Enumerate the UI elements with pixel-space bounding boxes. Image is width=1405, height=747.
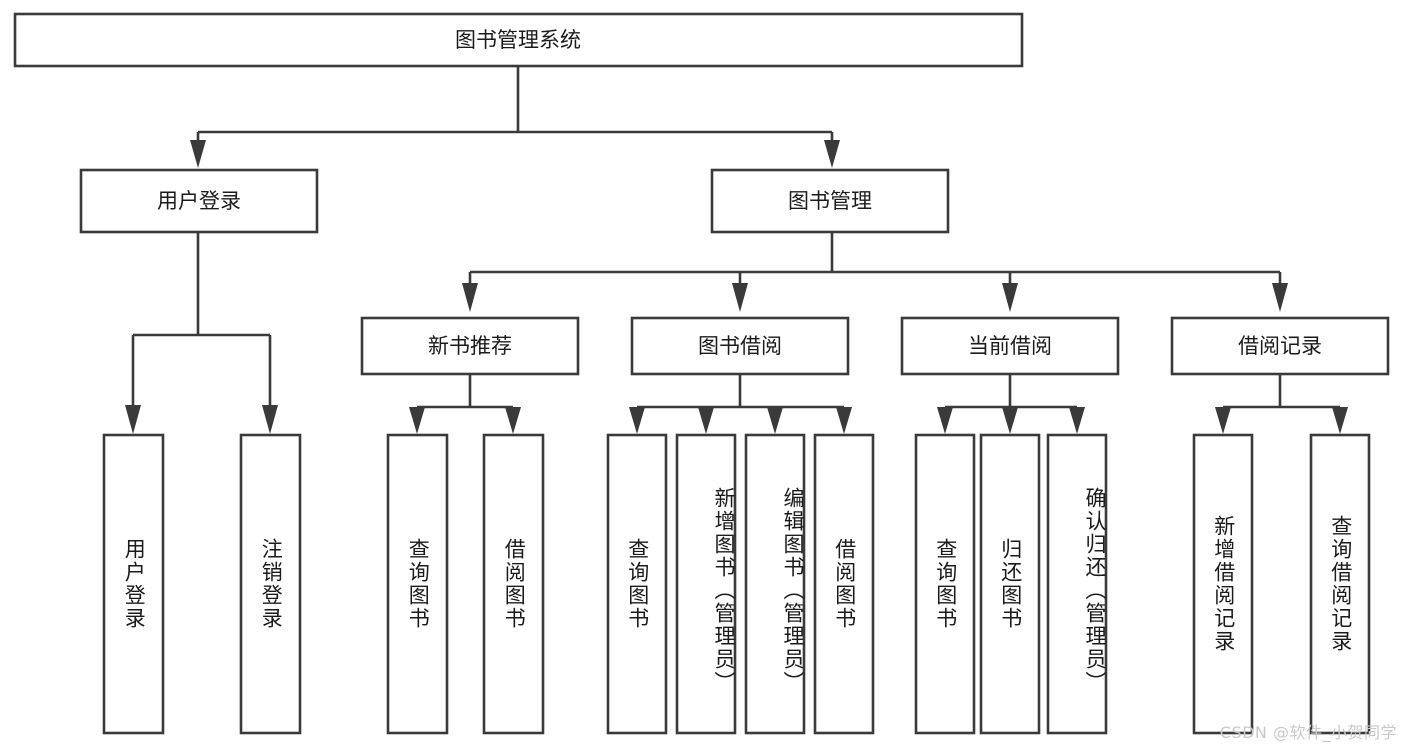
node-root[interactable]: 图书管理系统 bbox=[13, 12, 1024, 68]
book-borrow-box[interactable] bbox=[630, 316, 850, 376]
edge-group-new-book-to-leaves bbox=[409, 374, 521, 434]
arrow-root-to-user-login bbox=[190, 140, 206, 168]
arrow-borrow-record-leaf1 bbox=[1215, 407, 1231, 434]
book-management-label: 图书管理 bbox=[788, 189, 872, 213]
arrow-user-login-leaf2 bbox=[262, 405, 278, 434]
edge-group-user-login-to-leaves bbox=[125, 233, 278, 434]
user-login-box[interactable] bbox=[79, 168, 319, 234]
root-label: 图书管理系统 bbox=[455, 28, 581, 52]
arrow-new-book-leaf2 bbox=[505, 407, 521, 434]
leaf-box-book-borrow-1[interactable] bbox=[606, 433, 668, 735]
new-book-recommend-box[interactable] bbox=[360, 316, 580, 376]
edge-group-book-mgmt-to-level3 bbox=[462, 233, 1288, 312]
edge-group-current-borrow-to-leaves bbox=[937, 374, 1085, 434]
arrow-book-mgmt-c1 bbox=[462, 283, 478, 312]
edge-group-book-borrow-to-leaves bbox=[629, 374, 852, 434]
csdn-watermark: CSDN @软件_小贺同学 bbox=[1219, 723, 1397, 742]
leaf-box-book-borrow-2[interactable] bbox=[675, 433, 737, 735]
current-borrow-box[interactable] bbox=[900, 316, 1120, 376]
book-management-box[interactable] bbox=[710, 168, 950, 234]
leaf-box-new-book-2[interactable] bbox=[482, 433, 545, 735]
current-borrow-label: 当前借阅 bbox=[968, 334, 1052, 358]
edge-group-borrow-record-to-leaves bbox=[1215, 374, 1348, 434]
arrow-borrow-record-leaf2 bbox=[1332, 407, 1348, 434]
node-new-book-recommend[interactable]: 新书推荐 bbox=[360, 316, 580, 376]
borrow-record-label: 借阅记录 bbox=[1238, 334, 1322, 358]
borrow-record-box[interactable] bbox=[1170, 316, 1390, 376]
arrow-book-borrow-leaf1 bbox=[629, 407, 645, 434]
arrow-book-borrow-leaf3 bbox=[767, 407, 783, 434]
user-login-label: 用户登录 bbox=[157, 189, 241, 213]
arrow-book-mgmt-c4 bbox=[1272, 283, 1288, 312]
leaf-box-user-login-1[interactable] bbox=[102, 433, 165, 735]
leaf-box-book-borrow-4[interactable] bbox=[813, 433, 875, 735]
arrow-user-login-leaf1 bbox=[125, 405, 141, 434]
leaf-box-borrow-record-1[interactable] bbox=[1192, 433, 1254, 735]
root-box[interactable] bbox=[13, 12, 1024, 68]
node-current-borrow[interactable]: 当前借阅 bbox=[900, 316, 1120, 376]
arrow-book-mgmt-c2 bbox=[732, 283, 748, 312]
leaf-box-new-book-1[interactable] bbox=[386, 433, 449, 735]
arrow-book-borrow-leaf4 bbox=[836, 407, 852, 434]
new-book-recommend-label: 新书推荐 bbox=[428, 334, 512, 358]
book-borrow-label: 图书借阅 bbox=[698, 334, 782, 358]
node-book-management[interactable]: 图书管理 bbox=[710, 168, 950, 234]
edge-group-root-to-level2 bbox=[190, 66, 840, 168]
arrow-current-borrow-leaf2 bbox=[1002, 407, 1018, 434]
node-user-login[interactable]: 用户登录 bbox=[79, 168, 319, 234]
leaf-box-current-borrow-1[interactable] bbox=[914, 433, 976, 735]
arrow-current-borrow-leaf3 bbox=[1069, 407, 1085, 434]
arrow-root-to-book-mgmt bbox=[824, 140, 840, 168]
leaf-box-borrow-record-2[interactable] bbox=[1309, 433, 1371, 735]
arrow-new-book-leaf1 bbox=[409, 407, 425, 434]
arrow-book-borrow-leaf2 bbox=[698, 407, 714, 434]
node-book-borrow[interactable]: 图书借阅 bbox=[630, 316, 850, 376]
leaf-box-user-login-2[interactable] bbox=[239, 433, 302, 735]
leaf-box-book-borrow-3[interactable] bbox=[744, 433, 806, 735]
arrow-book-mgmt-c3 bbox=[1002, 283, 1018, 312]
leaf-box-current-borrow-2[interactable] bbox=[979, 433, 1041, 735]
leaf-box-current-borrow-3[interactable] bbox=[1046, 433, 1108, 735]
node-borrow-record[interactable]: 借阅记录 bbox=[1170, 316, 1390, 376]
arrow-current-borrow-leaf1 bbox=[937, 407, 953, 434]
